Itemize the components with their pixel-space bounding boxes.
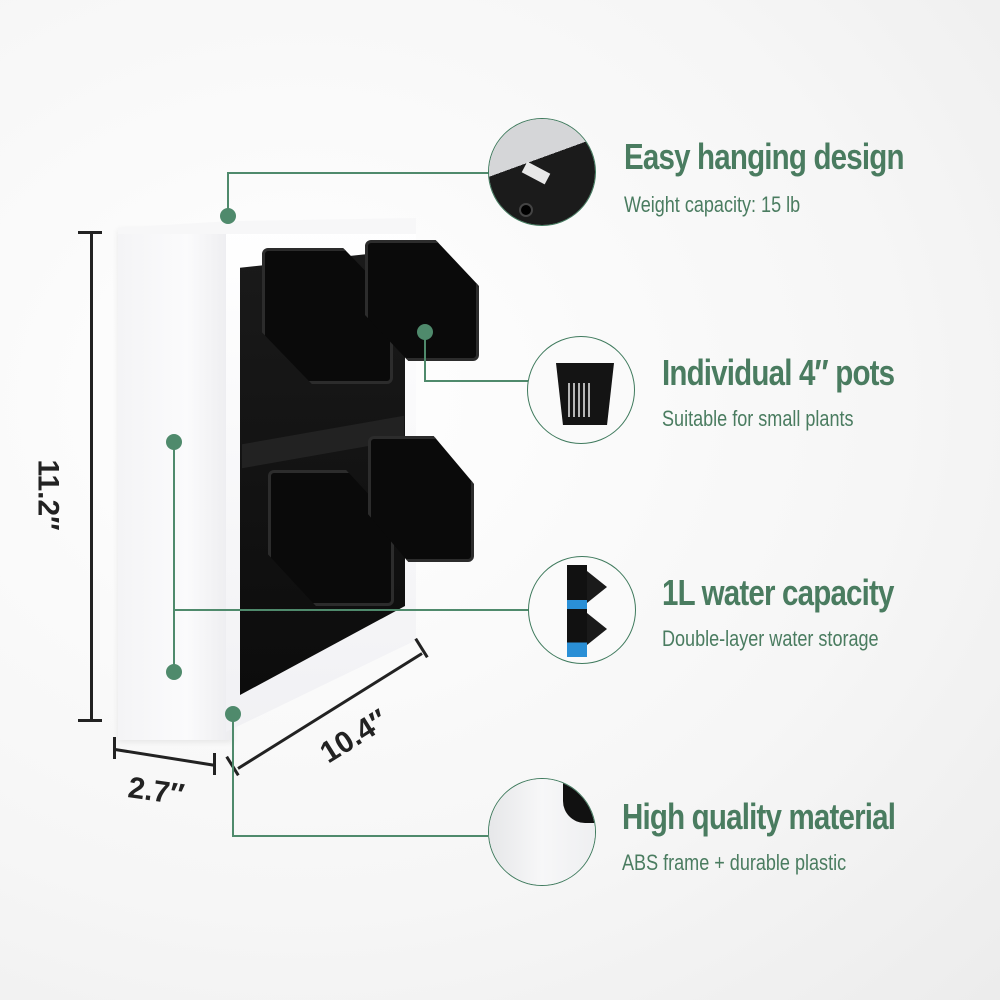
- depth-label: 2.7″: [126, 771, 187, 812]
- feature-subtitle: Suitable for small plants: [662, 406, 854, 431]
- water-reservoir-icon: [528, 556, 636, 664]
- feature-title: Easy hanging design: [624, 136, 905, 177]
- frame-corner-icon: [488, 778, 596, 886]
- planter-frame-side: [118, 228, 233, 740]
- feature-title: Individual 4″ pots: [662, 352, 895, 393]
- hanging-bracket-icon: [488, 118, 596, 226]
- feature-subtitle: Weight capacity: 15 lb: [624, 192, 801, 217]
- feature-title: 1L water capacity: [662, 572, 894, 613]
- planter-frame-top: [118, 218, 416, 234]
- feature-subtitle: ABS frame + durable plastic: [622, 850, 847, 875]
- height-label: 11.2″: [31, 459, 65, 531]
- pot-icon: [527, 336, 635, 444]
- feature-title: High quality material: [622, 796, 896, 837]
- feature-subtitle: Double-layer water storage: [662, 626, 879, 651]
